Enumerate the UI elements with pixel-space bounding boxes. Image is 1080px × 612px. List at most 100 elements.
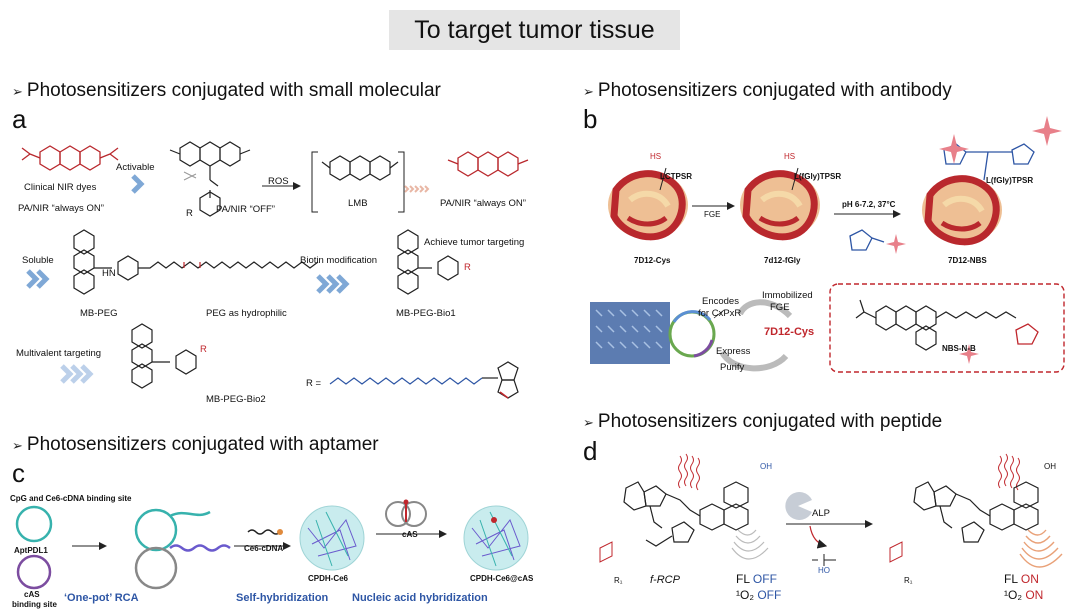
aptpdl1-label: AptPDL1 xyxy=(14,546,48,555)
nbs-pyrazolone xyxy=(1015,323,1039,345)
sparkle-icon xyxy=(959,344,979,364)
r1-label-left: R₁ xyxy=(614,576,623,585)
linker-line-2 xyxy=(791,167,799,191)
r-substituent-1: R xyxy=(186,208,193,219)
cpdh-ce6-label: CPDH-Ce6 xyxy=(308,574,349,583)
r-group-chain xyxy=(329,377,483,385)
oh-label-right: OH xyxy=(1044,462,1056,471)
peg-hydrophilic-label: PEG as hydrophilic xyxy=(206,308,287,319)
r-substituent-2: R xyxy=(464,262,471,273)
section-d-letter: d xyxy=(583,436,598,466)
nbs-dashed-box xyxy=(829,283,1065,373)
lmb-bracket-right xyxy=(398,151,405,213)
arrow-icon: ➢ xyxy=(583,84,594,99)
fl-off-row: FL OFF xyxy=(736,572,777,586)
mb-peg-bio2-label: MB-PEG-Bio2 xyxy=(206,394,266,405)
express-label: Express xyxy=(716,346,751,357)
biotin-label: Biotin modification xyxy=(300,255,378,266)
7d12-cys-red-label: 7D12-Cys xyxy=(764,326,815,338)
section-a-letter: a xyxy=(12,104,27,134)
nucleic-hybridization-label: Nucleic acid hybridization xyxy=(352,592,488,604)
cpdh-ce6-icon xyxy=(299,505,365,571)
fge-label: FGE xyxy=(704,210,721,219)
ce6-dot xyxy=(277,529,283,535)
cas-ring-icon xyxy=(385,501,427,527)
cxpxr-label: for CxPxR xyxy=(698,308,742,319)
arrow-icon: ➢ xyxy=(12,84,23,99)
soluble-chevrons xyxy=(26,269,50,289)
section-c-letter: c xyxy=(12,458,25,488)
section-d-heading: ➢Photosensitizers conjugated with peptid… xyxy=(583,411,943,432)
always-on-label-1: PA/NIR “always ON” xyxy=(18,203,104,214)
fge-label-2: FGE xyxy=(770,302,790,313)
7d12-nbs-label: 7D12-NBS xyxy=(948,256,987,265)
page-title: To target tumor tissue xyxy=(389,10,680,50)
always-on-label-2: PA/NIR “always ON” xyxy=(440,198,526,209)
cas-ring-dot xyxy=(403,499,409,505)
biotin-sulfur xyxy=(499,391,509,399)
hs-label-1: HS xyxy=(650,152,662,161)
linker-line-1 xyxy=(659,167,667,191)
ctpsr-label: LCTPSR xyxy=(660,172,692,181)
f-rcp-label: f-RCP xyxy=(650,574,680,586)
7d12-cys-label: 7D12-Cys xyxy=(634,256,671,265)
activable-label: Activable xyxy=(116,162,155,173)
f-rcp-structure xyxy=(623,481,749,547)
o2-off-row: ¹O₂ OFF xyxy=(736,588,782,602)
multivalent-chevrons xyxy=(60,364,94,384)
binding-site-label-1: CpG and Ce6-cDNA binding site xyxy=(10,494,132,503)
nbs-conjugate-rings xyxy=(943,143,1035,181)
always-on-dye-structure xyxy=(447,151,529,177)
one-pot-rca-label: ‘One-pot’ RCA xyxy=(64,592,139,604)
ester-bonds xyxy=(183,262,201,268)
mb-peg-bio1-structure xyxy=(397,229,459,295)
r-substituent-3: R xyxy=(200,344,207,355)
light-waves-left xyxy=(678,453,700,491)
peptide-right-icon xyxy=(889,541,903,563)
soluble-label: Soluble xyxy=(22,255,54,266)
antibody-7d12nbs-icon xyxy=(922,175,1002,246)
cycle-arrow-top xyxy=(737,299,793,319)
alp-label: ALP xyxy=(812,508,830,519)
nbs-n-b-label: NBS-N-B xyxy=(942,344,976,353)
fl-on-row: FL ON xyxy=(1004,572,1039,586)
rca-product-icon xyxy=(134,508,231,590)
section-c-heading: ➢Photosensitizers conjugated with aptame… xyxy=(12,434,379,455)
plasmid-icon xyxy=(668,310,716,358)
mb-peg-bio1-label: MB-PEG-Bio1 xyxy=(396,308,456,319)
cpdh-ce6-cas-icon xyxy=(463,505,529,571)
product-structure xyxy=(913,481,1039,543)
aptpdl1-circle xyxy=(15,505,53,543)
sparkle-icon xyxy=(939,134,969,164)
lmb-label: LMB xyxy=(348,198,368,209)
fgly-tpsr-label: L(fGly)TPSR xyxy=(794,172,842,181)
fl-emission-right xyxy=(1019,529,1063,568)
oh-label-left: OH xyxy=(760,462,772,471)
binding-site-label-2: binding site xyxy=(12,600,57,609)
antibody-7d12cys-icon xyxy=(608,170,688,241)
cpdh-ce6-cas-label: CPDH-Ce6@cAS xyxy=(470,574,534,583)
fl-emission-left xyxy=(731,529,769,560)
nbs-structure xyxy=(855,299,1017,351)
clinical-label: Clinical NIR dyes xyxy=(24,182,97,193)
sparkle-icon xyxy=(886,234,906,254)
protein-crystal-icon xyxy=(590,302,670,364)
section-b-letter: b xyxy=(583,104,598,134)
lmb-structure xyxy=(321,155,399,181)
purify-label: Purify xyxy=(720,362,745,373)
phosphate-structure xyxy=(812,554,836,566)
antibody-7d12fgly-icon xyxy=(740,170,820,241)
ce6-cdna-strand xyxy=(247,529,281,535)
cas-label-2: cAS xyxy=(402,530,418,539)
7d12-fgly-label: 7d12-fGly xyxy=(764,256,801,265)
multivalent-label: Multivalent targeting xyxy=(16,348,102,359)
lmb-bracket-left xyxy=(311,151,318,213)
clinical-dye-structure xyxy=(21,145,119,171)
phosphate-release-arrow xyxy=(809,525,828,549)
hn-label-1: HN xyxy=(102,268,116,279)
light-waves-right xyxy=(998,453,1020,491)
achieve-label: Achieve tumor targeting xyxy=(424,237,525,248)
biotin-chevrons xyxy=(316,274,350,294)
ho-label: HO xyxy=(818,566,830,575)
